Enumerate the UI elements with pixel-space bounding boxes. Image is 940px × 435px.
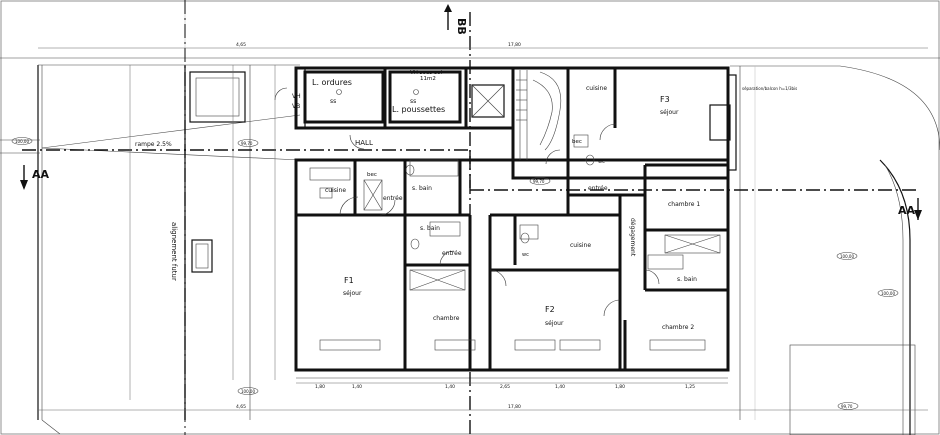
label-alignement: alignement futur <box>170 222 178 281</box>
section-marker-bb: BB <box>444 4 468 35</box>
room-vh2: VB <box>292 103 300 110</box>
room-cuisine-f1: cuisine <box>325 187 346 194</box>
dim-bottom-total: 17,80 <box>508 404 521 410</box>
planter-left <box>191 239 213 273</box>
room-f3-sejour: séjour <box>660 109 679 116</box>
room-f1-sejour: séjour <box>343 290 362 297</box>
elev-right: 100,00 <box>840 254 854 259</box>
dim-bottom-left: 4,65 <box>236 404 246 410</box>
room-chambre2: chambre 2 <box>662 324 694 331</box>
room-wc-f2: wc <box>522 252 529 258</box>
room-f1: F1 <box>344 276 354 285</box>
room-vh-area: 11m2 <box>420 76 436 82</box>
room-poussettes-ss: ss <box>410 98 416 105</box>
site-curve-3 <box>884 164 904 435</box>
room-cuisine-f2: cuisine <box>570 242 591 249</box>
parking-right <box>789 344 916 435</box>
site-curve <box>730 65 940 151</box>
dim-b2: 1,40 <box>352 384 362 390</box>
room-f3: F3 <box>660 95 670 104</box>
planter-left-inner <box>195 243 209 269</box>
elev-left: 100,00 <box>15 139 29 144</box>
windows-bottom <box>296 339 728 379</box>
drain-icon <box>336 89 342 95</box>
room-hall: HALL <box>355 139 373 147</box>
room-bec-f3: bec <box>572 139 582 145</box>
elev-right2: 100,00 <box>881 291 895 296</box>
room-wc-f3: wc <box>598 159 605 165</box>
dim-b6: 1,80 <box>615 384 625 390</box>
elev-mid: 99,70 <box>241 141 253 146</box>
room-ordures: L. ordures <box>312 78 352 87</box>
room-vh1: VH <box>292 93 301 100</box>
room-degagement: dégagement <box>629 218 636 257</box>
elevation-marker: 100,00 99,70 99,70 100,00 100,00 100,00 … <box>11 137 899 410</box>
room-bec-f1: bec <box>367 172 377 178</box>
room-sbain-right: s. bain <box>677 276 697 283</box>
elev-bottom-right: 99,70 <box>841 404 853 409</box>
room-separation: séparation/balcon h=1/3bis <box>742 86 797 91</box>
section-marker-aa-left: AA <box>20 165 50 190</box>
room-f2: F2 <box>545 305 555 314</box>
room-chambre-mid: chambre <box>433 315 460 322</box>
door-swings <box>274 87 660 317</box>
room-chambre1: chambre 1 <box>668 201 700 208</box>
dim-top-left: 4,65 <box>236 42 246 48</box>
room-f2-sejour: séjour <box>545 320 564 327</box>
section-marker-aa-right: AA <box>898 198 922 220</box>
label-rampe: rampe 2.5% <box>135 141 172 148</box>
light-well-inner <box>195 77 240 117</box>
room-poussettes: L. poussettes <box>392 105 445 114</box>
elev-bottom-left: 100,00 <box>241 389 255 394</box>
dim-b5: 1,40 <box>555 384 565 390</box>
dim-b4: 2,65 <box>500 384 510 390</box>
site-curve-2 <box>879 159 911 435</box>
drain-icon <box>413 89 419 95</box>
room-ordures-ss: ss <box>330 98 336 105</box>
fixtures <box>309 134 721 291</box>
building-walls <box>294 66 737 372</box>
elev-mid2: 99,70 <box>533 179 545 184</box>
room-sbain-f1: s. bain <box>412 185 432 192</box>
dim-b3: 1,40 <box>445 384 455 390</box>
dim-top-total: 17,80 <box>508 42 521 48</box>
room-entree-mid: entrée <box>442 250 462 257</box>
dim-b7: 1,25 <box>685 384 695 390</box>
section-label-bb: BB <box>455 18 468 35</box>
room-entree-f1: entrée <box>383 195 403 202</box>
light-well-top <box>189 71 246 123</box>
section-label-aa-left: AA <box>32 168 50 181</box>
section-label-aa-right: AA <box>898 204 916 217</box>
dimension-lines <box>38 47 928 411</box>
spiral-stair <box>516 70 562 160</box>
site-lines <box>0 64 301 435</box>
room-vh-sous-sol: VH sous-sol <box>410 70 442 76</box>
room-entree-f3: entrée <box>588 185 608 192</box>
room-cuisine-top: cuisine <box>586 85 607 92</box>
room-sbain-mid: s. bain <box>420 225 440 232</box>
dim-b1: 1,80 <box>315 384 325 390</box>
